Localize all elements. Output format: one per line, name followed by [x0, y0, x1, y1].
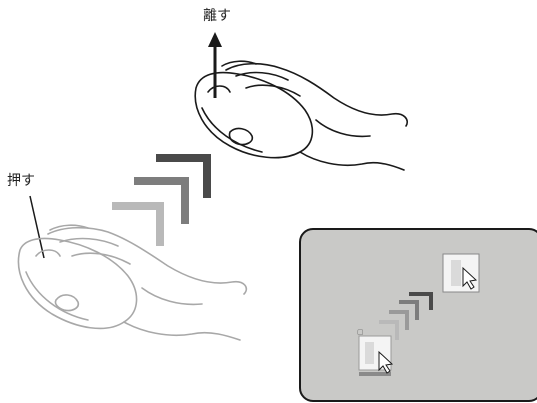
drag-motion-chevrons-small-icon	[379, 294, 431, 340]
mouse-hand-released-icon	[195, 61, 407, 170]
svg-text:▢: ▢	[357, 328, 364, 336]
arrow-up-icon	[208, 32, 222, 98]
screen-canvas: ▢	[301, 230, 537, 400]
screen-panel: ▢	[299, 228, 537, 402]
drag-motion-chevrons-icon	[112, 158, 207, 246]
press-pointer-line	[30, 196, 44, 258]
mouse-hand-pressed-icon	[18, 225, 246, 340]
